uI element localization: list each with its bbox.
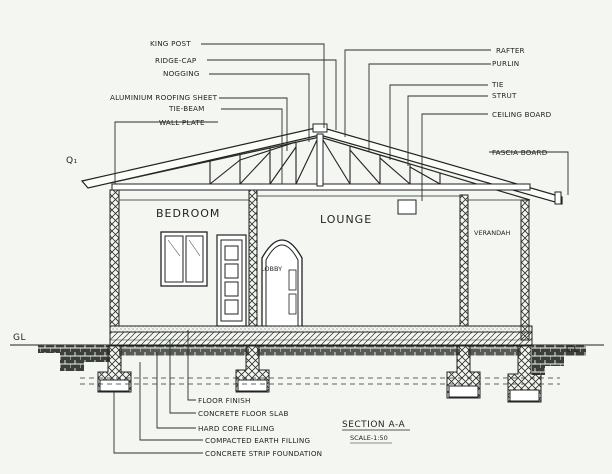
label-compacted-earth-filling: COMPACTED EARTH FILLING	[205, 436, 310, 445]
room-verandah: VERANDAH	[474, 229, 510, 237]
section-scale: SCALE-1:50	[350, 434, 388, 442]
king-post	[316, 133, 324, 187]
label-tie-beam: TIE-BEAM	[168, 104, 205, 113]
wall-left	[109, 189, 120, 327]
foundations	[80, 345, 560, 403]
label-wall-plate: WALL PLATE	[159, 118, 205, 127]
roof	[80, 123, 563, 215]
room-lounge: LOUNGE	[320, 213, 372, 226]
ground-label-right: GL	[566, 345, 579, 355]
ceiling-board	[397, 199, 417, 215]
column-right	[520, 199, 530, 341]
column-verandah	[459, 194, 469, 327]
label-nogging: NOGGING	[163, 69, 200, 78]
label-hard-core-filling: HARD CORE FILLING	[198, 424, 274, 433]
label-king-post: KING POST	[150, 39, 191, 48]
label-concrete-floor-slab: CONCRETE FLOOR SLAB	[198, 409, 289, 418]
fascia-board	[554, 191, 562, 205]
label-floor-finish: FLOOR FINISH	[198, 396, 251, 405]
ground-label-left: GL	[13, 333, 26, 343]
earth-filling	[38, 345, 586, 375]
room-lobby: LOBBY	[261, 265, 282, 273]
bedroom-window	[160, 231, 208, 287]
label-tie: TIE	[491, 80, 504, 89]
room-bedroom: BEDROOM	[156, 207, 220, 220]
leader-lines	[113, 43, 569, 454]
label-concrete-strip-foundation: CONCRETE STRIP FOUNDATION	[205, 449, 322, 458]
label-strut: STRUT	[492, 91, 517, 100]
floor-slab	[109, 325, 533, 347]
label-aluminium-roofing-sheet: ALUMINIUM ROOFING SHEET	[110, 93, 218, 102]
label-ridge-cap: RIDGE-CAP	[155, 56, 197, 65]
label-ceiling-board: CEILING BOARD	[492, 110, 552, 119]
lobby-arch	[261, 239, 303, 326]
wall-bedroom-lounge	[248, 189, 258, 327]
rafter-left	[109, 136, 321, 184]
ridge-cap	[312, 123, 328, 133]
slab-hatch	[109, 331, 533, 347]
floor-finish	[109, 325, 533, 333]
bedroom-door	[216, 234, 247, 327]
section-marker: Q₁	[66, 156, 78, 166]
label-rafter: RAFTER	[496, 46, 525, 55]
section-title: SECTION A-A	[342, 420, 406, 430]
label-purlin: PURLIN	[492, 59, 519, 68]
label-fascia-board: FASCIA BOARD	[492, 148, 548, 157]
